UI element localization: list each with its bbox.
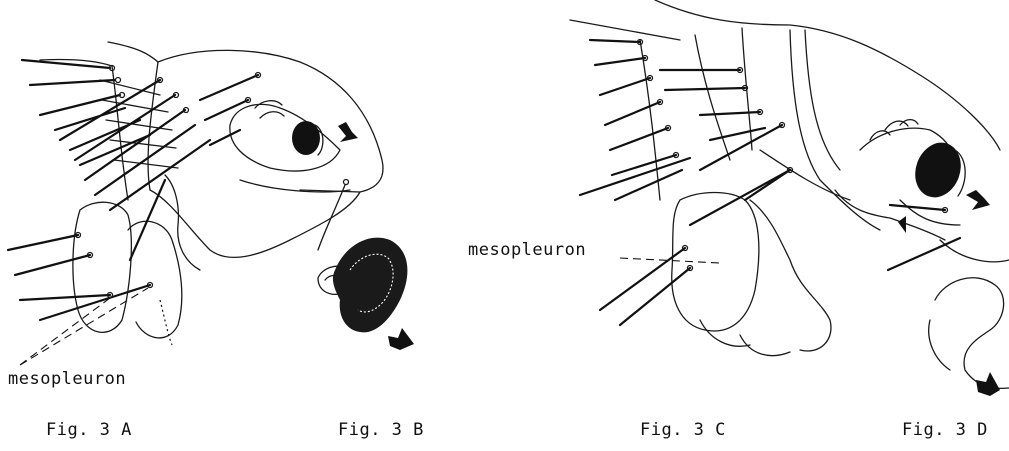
caption-fig-3a: Fig. 3 A (46, 420, 132, 440)
fig-3a-thorax-drawing (8, 42, 383, 365)
fig-3d-arrow (976, 372, 1000, 396)
caption-fig-3c: Fig. 3 C (640, 420, 726, 440)
caption-fig-3b: Fig. 3 B (338, 420, 424, 440)
fig-3d-spiracle-detail (976, 372, 1000, 396)
label-mesopleuron-a: mesopleuron (8, 369, 126, 389)
fig-3c-thorax-drawing (570, 0, 1009, 388)
fig-3b-arrow (388, 328, 414, 350)
fig-3b-spiracle-detail (318, 238, 414, 350)
caption-fig-3d: Fig. 3 D (902, 420, 988, 440)
fig-3a-arrow (338, 122, 358, 142)
fig-3c-arrow (966, 190, 990, 210)
label-mesopleuron-c: mesopleuron (468, 240, 586, 260)
